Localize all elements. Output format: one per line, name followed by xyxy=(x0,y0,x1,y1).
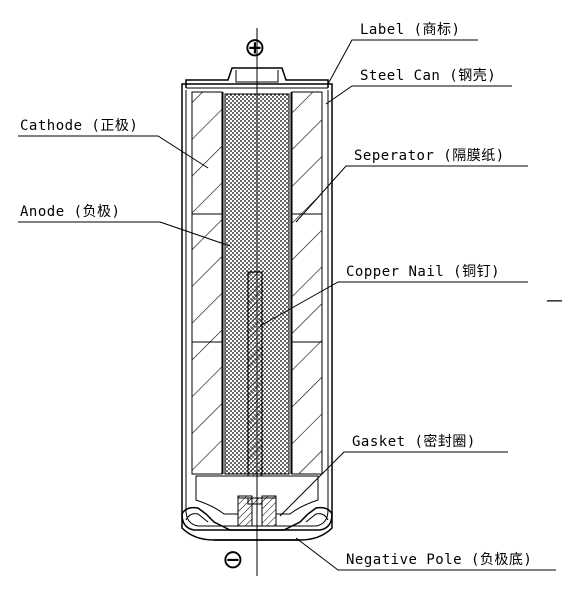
anode-text: Anode (负极) xyxy=(20,204,120,220)
leader-steel-can xyxy=(325,85,358,105)
cathode-right xyxy=(291,91,323,475)
separator-text: Seperator (隔膜纸) xyxy=(354,148,505,164)
leader-gasket xyxy=(279,451,350,517)
leader-separator xyxy=(295,165,352,223)
label-text: Label (商标) xyxy=(360,22,460,38)
negative-pole xyxy=(181,506,333,541)
gasket-hatch-right xyxy=(261,495,277,527)
neg-crimp-right xyxy=(305,513,329,523)
negative-pole-text: Negative Pole (负极底) xyxy=(346,552,532,568)
side-mark: — xyxy=(546,290,562,311)
gasket-hatch-left xyxy=(237,495,253,527)
leader-label xyxy=(327,39,358,85)
gasket-text: Gasket (密封圈) xyxy=(352,433,476,450)
copper-nail xyxy=(247,271,263,505)
leader-negative-pole xyxy=(295,537,344,571)
negative-terminal-icon: ⊖ xyxy=(222,545,244,575)
cathode-left xyxy=(191,91,223,475)
copper-nail-text: Copper Nail (铜钉) xyxy=(346,264,500,280)
neg-crimp-left xyxy=(185,513,209,523)
cathode-text: Cathode (正极) xyxy=(20,118,138,134)
steel-can-text: Steel Can (钢壳) xyxy=(360,67,496,84)
leader-anode xyxy=(159,221,231,247)
leader-copper-nail xyxy=(259,281,344,327)
positive-terminal-icon: ⊕ xyxy=(244,33,266,63)
